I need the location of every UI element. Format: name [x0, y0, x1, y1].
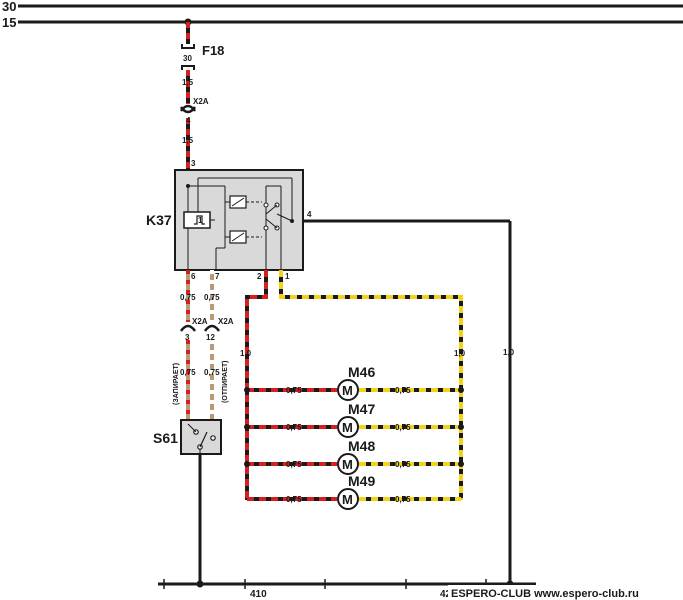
connector-x2a-right [203, 324, 221, 332]
fuse-f18 [181, 44, 195, 70]
watermark: ESPERO-CLUB www.espero-club.ru [451, 588, 639, 600]
motor-m49-name: M49 [348, 473, 375, 489]
motor-row-3 [244, 453, 464, 475]
connector-x2a-right-name: X2A [218, 317, 234, 326]
fuse-rating: 30 [183, 54, 192, 63]
wire-size-2: 1,5 [182, 136, 194, 145]
motor-m48-name: M48 [348, 438, 375, 454]
bus-15-label: 15 [2, 15, 16, 30]
motor-row-4 [247, 488, 461, 510]
fuse-name: F18 [202, 43, 224, 58]
wire-size-m47-right: 0,75 [395, 423, 411, 432]
wire-size-m47-left: 0,75 [286, 423, 302, 432]
relay-pin-6: 6 [191, 272, 196, 281]
connector-x2a-top-pin: 4 [186, 116, 191, 125]
motor-row-2 [244, 416, 464, 438]
wire-size-1: 1,5 [182, 78, 194, 87]
motor-row-1 [244, 379, 464, 401]
bus-30-label: 30 [2, 0, 16, 14]
wire-size-m48-left: 0,75 [286, 460, 302, 469]
wire-pin1-yellow [279, 270, 463, 500]
motor-m48-symbol [337, 453, 359, 475]
switch-name: S61 [153, 430, 178, 446]
relay-pin-4: 4 [307, 210, 312, 219]
motor-m48-letter: M [342, 457, 353, 472]
pulse-icon [194, 215, 205, 225]
relay-pin-1: 1 [285, 272, 290, 281]
connector-x2a-right-pin: 12 [206, 333, 215, 342]
wire-size-yellow-bus: 1,0 [454, 349, 466, 358]
lock-label: (ЗАПИРАЕТ) [173, 363, 180, 405]
motor-m47-letter: M [342, 420, 353, 435]
motor-m49-letter: M [342, 492, 353, 507]
connector-x2a-top [179, 104, 197, 114]
wire-size-pin7-bottom: 0,75 [204, 368, 220, 377]
wire-pin2-red [245, 270, 268, 500]
motor-m47-symbol [337, 416, 359, 438]
wire-size-m46-right: 0,75 [395, 386, 411, 395]
wire-size-m49-right: 0,75 [395, 495, 411, 504]
wire-size-pin6-bottom: 0,75 [180, 368, 196, 377]
motor-m47-name: M47 [348, 401, 375, 417]
unlock-label: (ОТПИРАЕТ) [222, 361, 229, 404]
wire-size-pin6-top: 0,75 [180, 293, 196, 302]
wire-size-ground: 1,0 [503, 348, 515, 357]
ground-wire-relay [303, 219, 512, 584]
ground-ref-410: 410 [250, 589, 267, 600]
motor-m46-letter: M [342, 383, 353, 398]
relay-name: K37 [146, 212, 172, 228]
connector-x2a-left [179, 324, 197, 332]
relay-pin-2: 2 [257, 272, 262, 281]
motor-m46-symbol [337, 379, 359, 401]
relay-pin-3: 3 [191, 159, 196, 168]
wire-size-pin7-top: 0,75 [204, 293, 220, 302]
motor-m49-symbol [337, 488, 359, 510]
timer-label: 1 [198, 216, 203, 225]
connector-x2a-top-name: X2A [193, 97, 209, 106]
motor-m46-name: M46 [348, 364, 375, 380]
wire-size-m49-left: 0,75 [286, 495, 302, 504]
watermark-bg [448, 585, 683, 600]
switch-s61 [180, 419, 222, 455]
ground-junction-switch [196, 580, 204, 588]
connector-x2a-left-name: X2A [192, 317, 208, 326]
wire-size-red-bus: 1,0 [240, 349, 252, 358]
connector-x2a-left-pin: 3 [185, 333, 190, 342]
wire-size-m48-right: 0,75 [395, 460, 411, 469]
wire-size-m46-left: 0,75 [286, 386, 302, 395]
relay-k37 [174, 169, 304, 271]
relay-pin-7: 7 [215, 272, 220, 281]
